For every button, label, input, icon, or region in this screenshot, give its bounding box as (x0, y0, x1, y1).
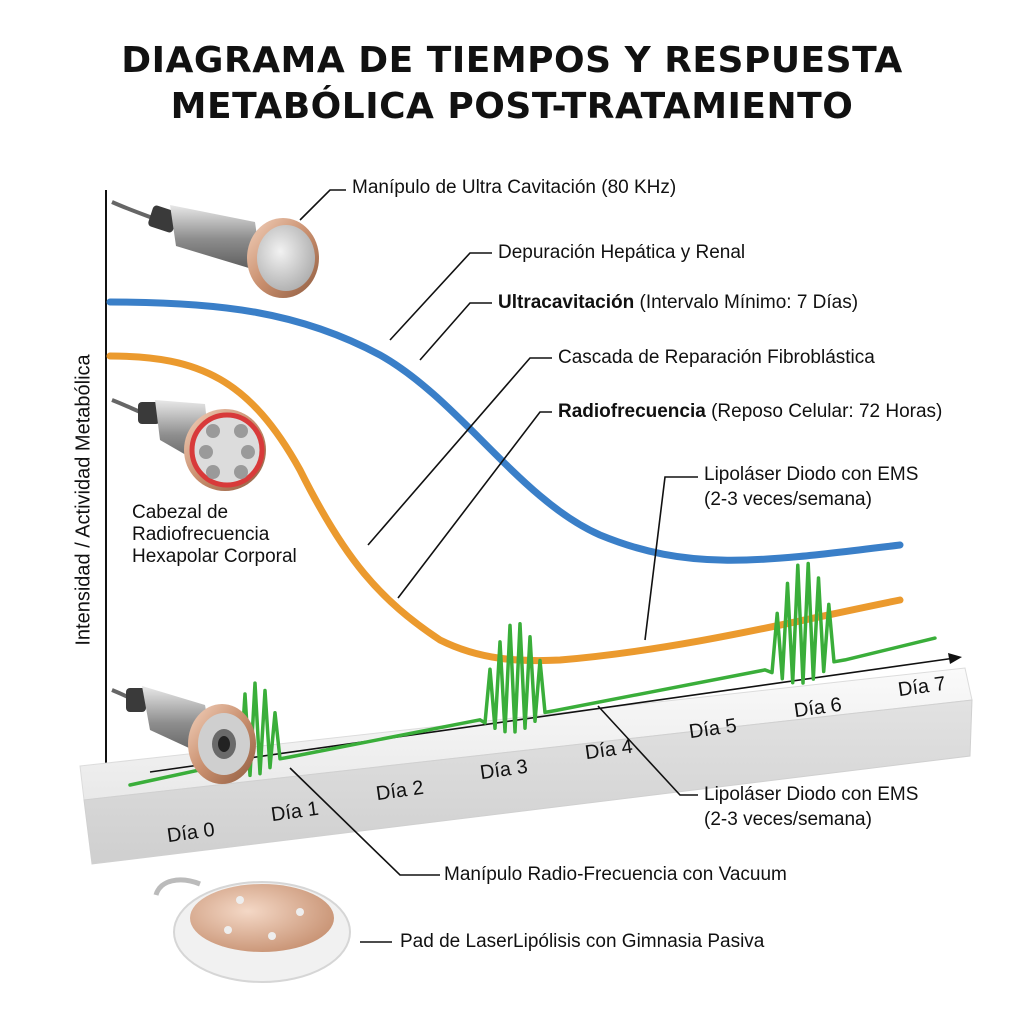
label-hepatic-renal: Depuración Hepática y Renal (498, 242, 746, 263)
label-ultracavitation-bold: Ultracavitación (498, 292, 635, 313)
x-axis-arrow (149, 653, 962, 773)
label-radiofrequency-bold: Radiofrecuencia (558, 401, 706, 422)
label-rf-head-3: Hexapolar Corporal (132, 546, 297, 567)
ultracavitation-curve (106, 298, 904, 564)
leader-lines (289, 189, 698, 943)
label-rf-head-1: Cabezal de (132, 502, 229, 523)
label-lipolaser-bottom-2: (2-3 veces/semana) (704, 809, 872, 830)
label-vacuum-handpiece: Manípulo Radio-Frecuencia con Vacuum (444, 864, 787, 885)
radiofrequency-curve (106, 352, 904, 665)
label-ultracavitation: Ultracavitación (Intervalo Mínimo: 7 Día… (498, 292, 858, 314)
laser-pad-icon (153, 877, 351, 983)
label-lipolaser-bottom-1: Lipoláser Diodo con EMS (704, 784, 919, 805)
label-rf-head-2: Radiofrecuencia (132, 524, 270, 545)
rf-vacuum-handpiece-icon (111, 686, 256, 784)
label-lipolaser-top-2: (2-3 veces/semana) (704, 489, 872, 510)
label-radiofrequency: Radiofrecuencia (Reposo Celular: 72 Hora… (558, 401, 942, 423)
label-fibroblast: Cascada de Reparación Fibroblástica (558, 347, 875, 368)
cavitation-handpiece-icon (111, 200, 319, 298)
label-laser-pad: Pad de LaserLipólisis con Gimnasia Pasiv… (400, 931, 765, 952)
label-radiofrequency-rest: (Reposo Celular: 72 Horas) (705, 401, 943, 422)
y-axis-label: Intensidad / Actividad Metabólica (72, 354, 95, 646)
rf-hexapolar-head-icon (111, 398, 266, 491)
label-ultracavitation-rest: (Intervalo Mínimo: 7 Días) (634, 292, 859, 313)
title-line-1: DIAGRAMA DE TIEMPOS Y RESPUESTA (121, 40, 903, 81)
title-line-2: METABÓLICA POST-TRATAMIENTO (170, 86, 854, 127)
label-lipolaser-top-1: Lipoláser Diodo con EMS (704, 464, 919, 485)
timeline-platform (79, 667, 973, 865)
label-cavitation-handpiece: Manípulo de Ultra Cavitación (80 KHz) (352, 177, 677, 198)
lipolaser-curve (128, 561, 937, 787)
